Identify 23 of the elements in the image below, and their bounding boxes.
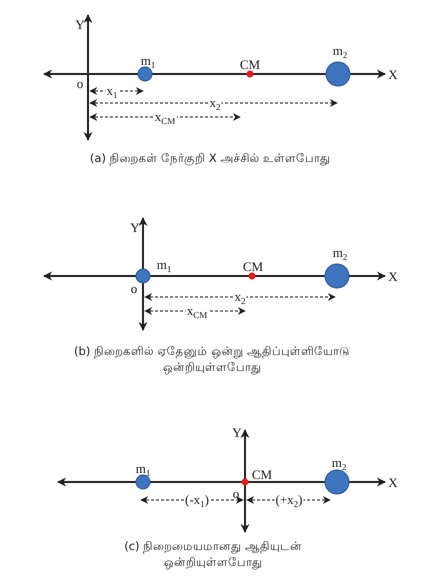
axis-label: Y	[232, 426, 242, 440]
caption-text: (b) நிறைகளில் ஏதேனும் ஒன்று ஆதிப்புள்ளியோடு ஒன்றியுள்ளபோது	[73, 343, 351, 375]
point-label: CM	[252, 468, 272, 482]
mass-label: m$_{1}$	[136, 462, 150, 476]
axis-label: X	[388, 476, 398, 490]
dimension-label: (-x$_{1}$)	[184, 493, 210, 507]
mass-label: m$_{1}$	[156, 258, 172, 272]
origin-label: o	[130, 282, 138, 296]
axis-label: X	[388, 68, 398, 82]
dimension-label: (+x$_{2}$)	[274, 493, 304, 507]
mass-label: m$_{2}$	[332, 246, 348, 260]
axis-label: Y	[130, 221, 140, 235]
origin-label: o	[232, 487, 240, 501]
mass-label: m$_{1}$	[140, 54, 156, 68]
point-label: CM	[240, 58, 260, 72]
origin-label: o	[76, 77, 84, 91]
axis-label: X	[388, 270, 398, 284]
mass-label: m$_{2}$	[332, 44, 348, 58]
caption-text: (a) நிறைகள் நேர்குறி X அச்சில் உள்ளபோது	[88, 150, 332, 166]
point-label: CM	[242, 260, 264, 274]
mass-label: m$_{2}$	[332, 456, 346, 470]
axis-label: Y	[75, 18, 85, 32]
caption-text: (c) நிறைமையமானது ஆதியுடன் ஒன்றியுள்ளபோது	[123, 538, 303, 570]
